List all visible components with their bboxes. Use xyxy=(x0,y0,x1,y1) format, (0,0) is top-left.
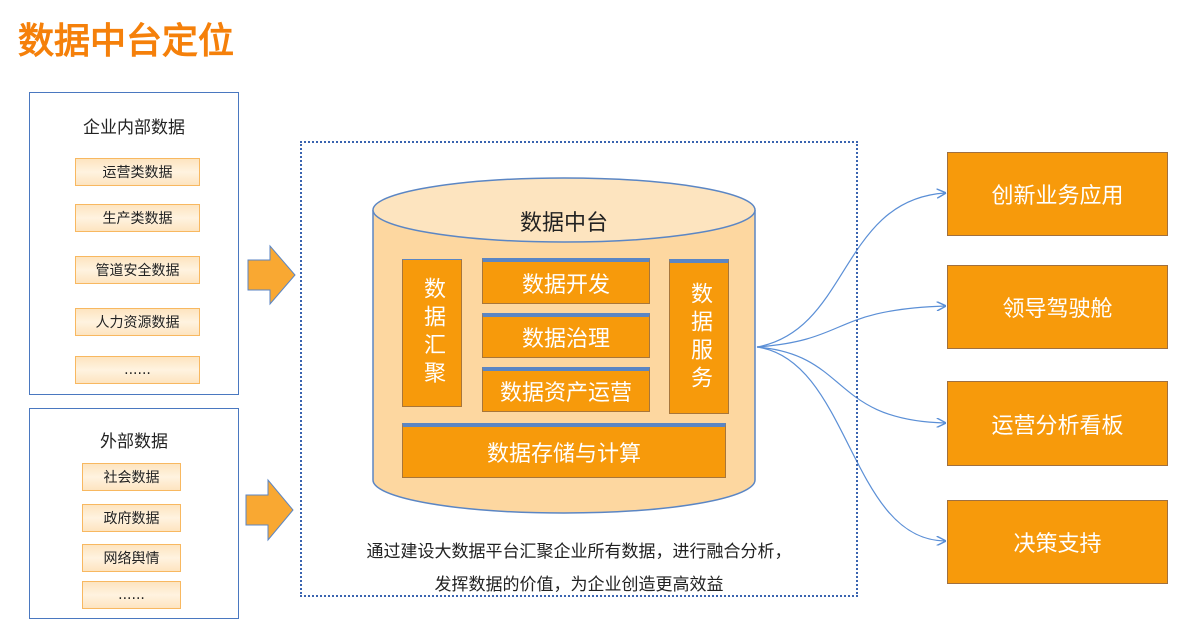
list-item: 管道安全数据 xyxy=(75,256,200,284)
group-title: 企业内部数据 xyxy=(83,118,185,138)
group-title: 外部数据 xyxy=(100,432,168,452)
list-item: ...... xyxy=(75,356,200,384)
output-decision: 决策支持 xyxy=(947,500,1168,584)
list-item: 生产类数据 xyxy=(75,204,200,232)
connector xyxy=(756,306,945,348)
list-item: ...... xyxy=(82,581,181,609)
output-cockpit: 领导驾驶舱 xyxy=(947,265,1168,349)
platform-container xyxy=(300,141,858,597)
connector xyxy=(756,346,945,423)
internal-data-group: 企业内部数据 xyxy=(29,92,239,395)
output-dashboard: 运营分析看板 xyxy=(947,381,1168,466)
data-govern-block: 数据治理 xyxy=(482,313,650,358)
arrow-right-icon xyxy=(247,244,296,306)
data-storage-block: 数据存储与计算 xyxy=(402,423,726,478)
output-innovation: 创新业务应用 xyxy=(947,152,1168,236)
list-item: 网络舆情 xyxy=(82,544,181,572)
cylinder-top xyxy=(372,177,756,243)
list-item: 政府数据 xyxy=(82,504,181,532)
connector xyxy=(756,193,945,348)
data-develop-block: 数据开发 xyxy=(482,258,650,304)
list-item: 人力资源数据 xyxy=(75,308,200,336)
data-aggregate-block: 数据汇聚 xyxy=(402,259,462,407)
data-service-block: 数据服务 xyxy=(669,259,729,414)
arrow-right-icon xyxy=(245,478,294,542)
list-item: 运营类数据 xyxy=(75,158,200,186)
platform-title: 数据中台 xyxy=(519,211,608,236)
connector xyxy=(756,346,945,541)
list-item: 社会数据 xyxy=(82,463,181,491)
data-asset-block: 数据资产运营 xyxy=(482,367,650,412)
caption-line: 发挥数据的价值，为企业创造更高效益 xyxy=(434,575,724,595)
page-title: 数据中台定位 xyxy=(18,21,235,62)
caption-line: 通过建设大数据平台汇聚企业所有数据，进行融合分析， xyxy=(366,542,792,562)
